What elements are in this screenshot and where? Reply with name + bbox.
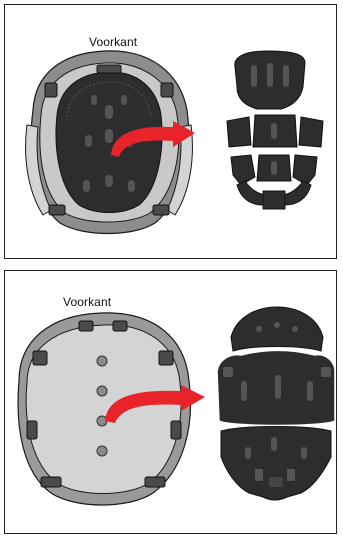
- helmet-padding-diagram-bottom: [5, 271, 338, 535]
- helmet-shell: [18, 313, 190, 505]
- helmet-liner-removed: [217, 307, 335, 500]
- helmet-padding-diagram-top: [5, 5, 338, 260]
- comfort-padding-removed: [227, 51, 323, 209]
- instruction-panel-remove-comfort-padding: Voorkant: [4, 4, 337, 259]
- instruction-panel-remove-liner: Voorkant: [4, 270, 337, 534]
